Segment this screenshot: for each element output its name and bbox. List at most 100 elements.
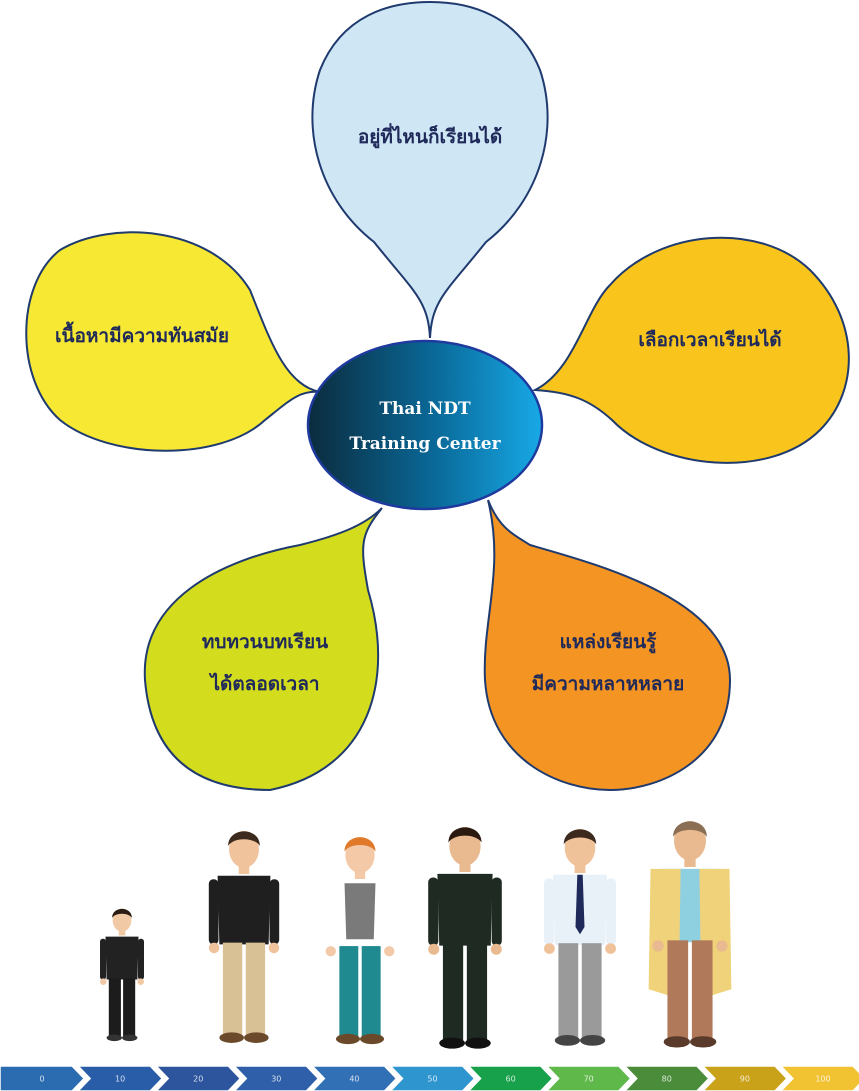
person-leg-right — [691, 940, 713, 1040]
person-hand-left — [652, 940, 664, 952]
person-shoe-right — [580, 1035, 606, 1046]
petal-diverse-sources-line-2: มีความหลาหหลาย — [532, 673, 684, 695]
person-leg-left — [558, 943, 579, 1038]
person-hand-left — [208, 942, 220, 954]
person-leg-left — [339, 946, 359, 1037]
person-shoe-right — [122, 1034, 138, 1042]
petal-anywhere: อยู่ที่ไหนก็เรียนได้ — [311, 0, 549, 339]
person-arm-right — [269, 879, 280, 945]
petal-diverse-sources-line-1: แหล่งเรียนรู้ — [560, 631, 658, 654]
timeline-age-label: 0 — [39, 1075, 44, 1084]
petal-diverse-sources-shape — [483, 499, 732, 792]
person-leg-left — [442, 943, 464, 1041]
person-arm-right — [606, 878, 616, 945]
petal-review-lessons: ทบทวนบทเรียน ได้ตลอดเวลา — [143, 507, 383, 792]
timeline-chevron — [154, 1065, 242, 1091]
person-shoe-right — [244, 1032, 269, 1043]
person-shoe-left — [554, 1035, 580, 1046]
person-hand-right — [268, 942, 280, 954]
person-leg-right — [466, 943, 488, 1041]
timeline-chevron — [388, 1065, 476, 1091]
person-hand-right — [716, 940, 728, 952]
person-child — [100, 908, 144, 1042]
petal-anywhere-shape — [311, 0, 549, 339]
person-arm-left — [428, 877, 439, 946]
timeline-chevron — [544, 1065, 632, 1091]
timeline-age-label: 90 — [740, 1075, 750, 1084]
person-teen — [208, 830, 280, 1043]
timeline-chevron — [0, 1065, 86, 1091]
petal-anywhere-line-1: อยู่ที่ไหนก็เรียนได้ — [358, 123, 502, 149]
center-hub-ellipse — [306, 339, 544, 511]
person-torso — [105, 936, 139, 980]
petal-choose-time: เลือกเวลาเรียนได้ — [531, 236, 850, 464]
person-shoe-right — [465, 1037, 491, 1049]
person-arm-right — [717, 872, 728, 943]
person-hair — [673, 821, 707, 837]
person-leg-left — [108, 978, 121, 1037]
person-neck — [118, 930, 126, 936]
person-hand-left — [325, 946, 336, 957]
person-arm-right — [137, 938, 144, 980]
timeline-chevron — [701, 1065, 788, 1091]
person-adult — [428, 826, 502, 1049]
person-hand-right — [605, 943, 616, 954]
person-hair — [344, 837, 376, 852]
petal-modern-content-line-1: เนื้อหามีความทันสมัย — [55, 321, 229, 347]
petal-diverse-sources: แหล่งเรียนรู้ มีความหลาหหลาย — [483, 499, 732, 792]
person-arm-left — [100, 938, 107, 980]
person-hair — [112, 908, 132, 918]
timeline-chevron — [76, 1065, 164, 1091]
person-arm-left — [544, 878, 554, 945]
petal-modern-content-shape — [25, 231, 321, 452]
timeline-age-label: 80 — [662, 1075, 672, 1084]
center-hub: Thai NDT Training Center — [306, 339, 544, 511]
person-leg-left — [667, 940, 689, 1040]
person-hand-right — [137, 978, 144, 985]
person-shoe-right — [690, 1036, 717, 1048]
timeline-age-label: 40 — [349, 1075, 359, 1084]
person-hair — [448, 827, 482, 843]
person-torso — [437, 873, 493, 946]
person-neck — [354, 870, 366, 879]
person-arm-left — [652, 872, 663, 943]
age-timeline: 0 10 20 30 40 50 60 70 80 90 100 — [0, 1065, 859, 1091]
petal-modern-content: เนื้อหามีความทันสมัย — [25, 231, 321, 452]
person-leg-right — [123, 978, 136, 1037]
person-leg-left — [222, 942, 243, 1036]
petal-review-lessons-shape — [143, 507, 383, 792]
timeline-chevron — [466, 1065, 554, 1091]
timeline-age-label: 50 — [427, 1075, 437, 1084]
person-arm-right — [384, 884, 395, 948]
petal-review-lessons-line-2: ได้ตลอดเวลา — [208, 672, 319, 695]
age-progression-illustration — [100, 820, 732, 1049]
person-shoe-left — [335, 1033, 360, 1045]
person-elder — [648, 820, 732, 1048]
timeline-age-label: 100 — [815, 1075, 830, 1084]
person-leg-right — [245, 942, 266, 1036]
timeline-age-label: 20 — [193, 1075, 203, 1084]
person-hand-left — [544, 943, 555, 954]
person-hand-left — [100, 978, 107, 985]
person-neck — [574, 864, 586, 873]
person-shoe-left — [439, 1037, 465, 1049]
person-middle-age — [544, 828, 616, 1046]
timeline-chevron — [232, 1065, 320, 1091]
person-leg-right — [361, 946, 381, 1037]
person-neck — [684, 857, 696, 867]
person-shoe-left — [106, 1034, 122, 1042]
person-hair — [563, 829, 597, 845]
person-hand-right — [384, 946, 395, 957]
person-shoe-left — [663, 1036, 690, 1048]
person-neck — [238, 865, 250, 874]
center-title-line-2: Training Center — [349, 434, 501, 454]
petal-choose-time-shape — [531, 236, 850, 464]
timeline-age-label: 70 — [584, 1075, 594, 1084]
timeline-age-label: 10 — [115, 1075, 125, 1084]
timeline-age-label: 30 — [271, 1075, 281, 1084]
center-title-line-1: Thai NDT — [379, 399, 471, 419]
person-young-adult — [325, 836, 395, 1045]
person-arm-right — [491, 877, 502, 946]
timeline-age-label: 60 — [505, 1075, 515, 1084]
